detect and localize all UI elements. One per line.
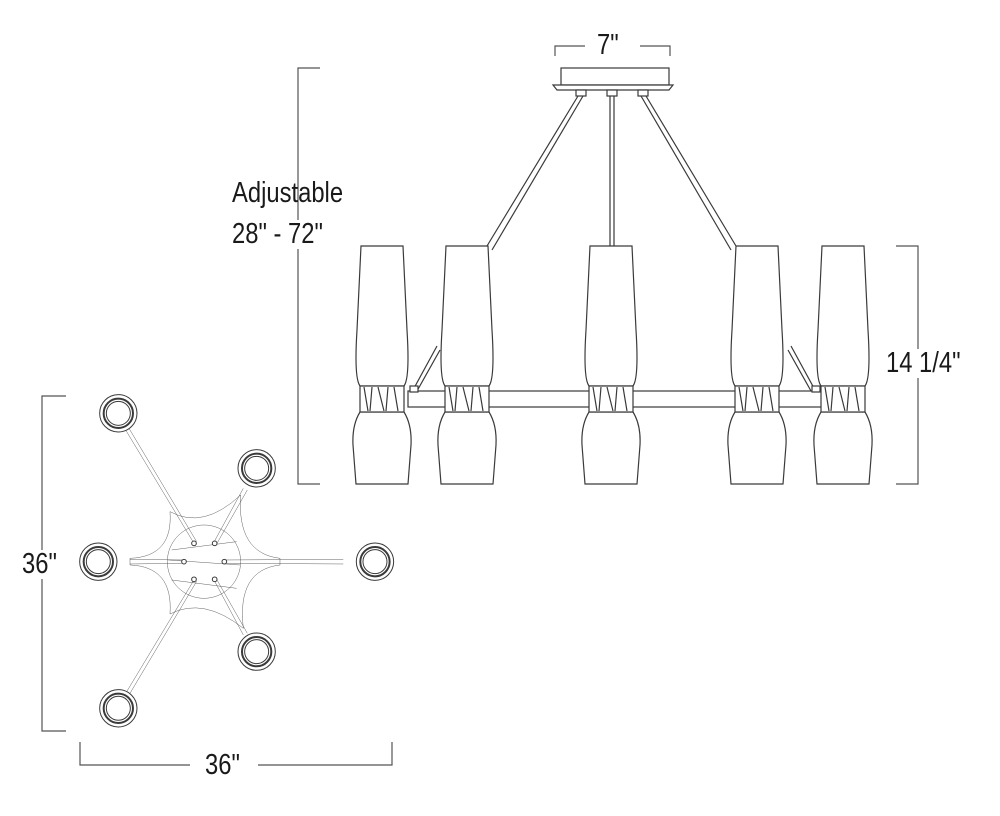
adjustable-label: Adjustable	[232, 177, 344, 209]
lamp-ring	[99, 394, 138, 433]
canopy-plate	[551, 84, 675, 91]
dimension-top-width-36	[79, 742, 393, 766]
top-width-label-36: 36"	[205, 749, 240, 781]
lamp-ring	[237, 449, 276, 488]
lamp-ring	[99, 689, 138, 728]
glass-shade	[727, 245, 787, 485]
lamp-ring	[79, 542, 118, 581]
dimension-top-width	[554, 45, 671, 56]
glass-shade	[437, 245, 497, 485]
glass-shade	[352, 245, 412, 485]
dimension-overall-height	[297, 67, 320, 485]
canopy	[560, 67, 670, 86]
chandelier-top-view	[79, 394, 395, 728]
glass-shade	[813, 245, 873, 485]
height-range-label: 28" - 72"	[232, 218, 323, 250]
shade-height-label: 14 1/4"	[886, 347, 961, 379]
chandelier-side-view	[352, 67, 873, 485]
lamp-ring	[237, 632, 276, 671]
top-width-label: 7"	[597, 29, 619, 61]
suspension-rod	[486, 95, 584, 251]
top-depth-label: 36"	[22, 548, 57, 580]
glass-shade	[581, 245, 641, 485]
suspension-rod	[609, 96, 615, 246]
lamp-ring	[355, 542, 395, 581]
suspension-rod	[640, 95, 737, 251]
